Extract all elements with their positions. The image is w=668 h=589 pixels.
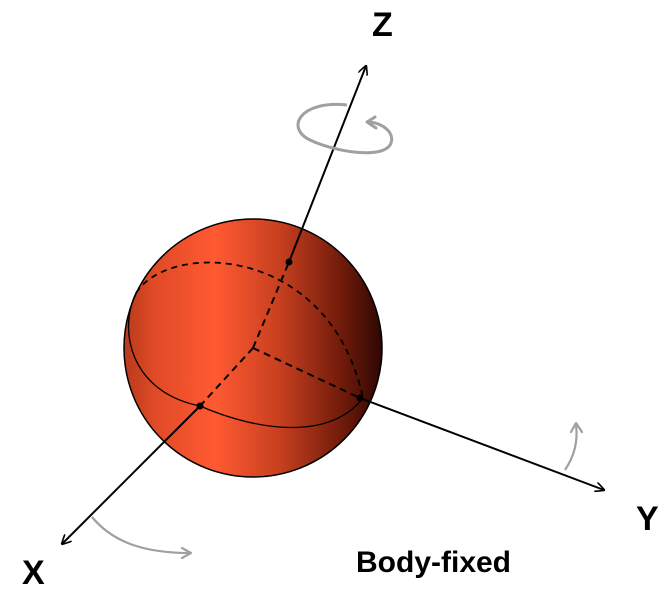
y-rotation-arrow-icon	[564, 421, 584, 471]
equator-back-dashed	[135, 261, 364, 399]
z-axis	[288, 66, 366, 263]
z-rotation-arrow-icon	[296, 102, 394, 155]
x-axis-surface-point	[196, 402, 204, 410]
y-axis-hidden	[252, 347, 361, 399]
z-axis-label: Z	[372, 6, 393, 44]
z-axis-surface-point	[285, 258, 293, 266]
y-axis-label: Y	[636, 500, 659, 538]
x-axis-label: X	[22, 554, 45, 589]
y-axis	[359, 397, 604, 490]
x-axis	[62, 405, 201, 544]
y-axis-surface-point	[356, 394, 364, 402]
frame-caption: Body-fixed	[356, 546, 511, 579]
x-axis-hidden	[199, 347, 254, 407]
z-axis-hidden	[252, 261, 290, 349]
x-rotation-arrow-icon	[91, 516, 193, 560]
